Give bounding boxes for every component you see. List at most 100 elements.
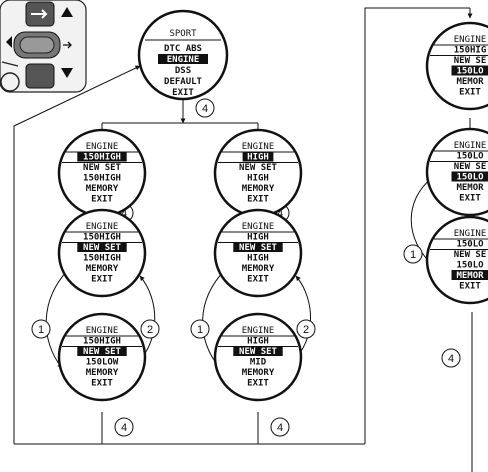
svg-text:4: 4 — [448, 353, 454, 365]
screen-line: 150LOW — [86, 358, 119, 368]
screen-line: 150LO — [456, 261, 484, 271]
screen-line: NEW SET — [83, 347, 122, 357]
screen-line: NEW SE — [454, 56, 487, 66]
selection-highlight — [451, 65, 488, 76]
step-number-b-left: 1 — [31, 319, 51, 339]
screen-line: 150LO — [456, 67, 484, 77]
step-number-a-sport: 4 — [195, 98, 215, 118]
screen-line: NEW SE — [454, 250, 487, 260]
selection-highlight — [242, 151, 274, 162]
screen-line: MID — [250, 358, 267, 368]
screen-line: MEMOR — [456, 77, 484, 87]
screen-line: NEW SET — [239, 243, 278, 253]
screen-line: EXIT — [459, 88, 481, 98]
svg-text:4: 4 — [277, 208, 283, 220]
svg-text:2: 2 — [147, 324, 153, 336]
step-number-a-left-exit: 4 — [114, 417, 134, 437]
screen-line: NEW SE — [454, 162, 487, 172]
right-arrow-icon — [63, 41, 72, 49]
screen-title: ENGINE — [86, 222, 119, 232]
selection-highlight — [451, 270, 488, 280]
selection-highlight — [77, 151, 127, 162]
step-number-c-middle: 2 — [296, 319, 316, 339]
screen-line: MEMORY — [86, 264, 119, 274]
sport-title: SPORT — [169, 29, 197, 39]
selection-highlight — [233, 346, 283, 356]
svg-text:1: 1 — [38, 324, 44, 336]
sport-item-1: DTC ABS — [164, 44, 202, 54]
screen-line: 150LO — [456, 152, 484, 162]
selection-highlight — [451, 171, 488, 182]
svg-text:1: 1 — [197, 324, 203, 336]
screen-line: EXIT — [459, 194, 481, 204]
step-number-c-left: 2 — [140, 319, 160, 339]
handlebar-switch-illustration — [0, 0, 87, 93]
screen-line: HIGH — [247, 153, 269, 163]
svg-text:4: 4 — [121, 422, 127, 434]
screen-title: ENGINE — [86, 326, 119, 336]
screen-line: 150HIGH — [83, 174, 121, 184]
screen-line: MEMORY — [86, 368, 119, 378]
screen-line: MEMORY — [242, 368, 275, 378]
screen-line: 150HIGH — [83, 337, 121, 347]
screen-title: ENGINE — [242, 142, 275, 152]
screen-line: EXIT — [247, 379, 269, 389]
screen-line: NEW SET — [239, 163, 278, 173]
svg-text:2: 2 — [303, 324, 309, 336]
sport-item-5: EXIT — [172, 88, 194, 98]
svg-text:4: 4 — [121, 208, 127, 220]
step-number-a-right: 4 — [441, 348, 461, 368]
screen-line: 150LO — [456, 173, 484, 183]
screen-line: NEW SET — [239, 347, 278, 357]
sport-item-4: DEFAULT — [164, 77, 203, 87]
screen-line: 150HIGH — [83, 254, 121, 264]
screen-line: MEMORY — [242, 184, 275, 194]
screen-title: ENGINE — [86, 142, 119, 152]
screen-line: MEMOR — [456, 271, 484, 281]
screen-title: ENGINE — [454, 141, 487, 151]
screen-line: EXIT — [247, 275, 269, 285]
screen-title: ENGINE — [242, 326, 275, 336]
screen-title: ENGINE — [454, 35, 487, 45]
screen-line: EXIT — [91, 195, 113, 205]
svg-text:1: 1 — [410, 249, 416, 261]
screen-title: ENGINE — [454, 229, 487, 239]
sport-menu-screen: SPORT DTC ABS ENGINE DSS DEFAULT EXIT — [137, 9, 229, 101]
step-number-a-middle-exit: 4 — [270, 417, 290, 437]
selection-highlight — [77, 346, 127, 356]
screen-line: NEW SET — [83, 163, 122, 173]
screen-title: ENGINE — [242, 222, 275, 232]
screen-line: MEMOR — [456, 183, 484, 193]
step-number-b-right: 1 — [403, 244, 423, 264]
screen-line: HIGH — [247, 254, 269, 264]
screen-line: HIGH — [247, 233, 269, 243]
screen-line: NEW SET — [83, 243, 122, 253]
sport-item-2: ENGINE — [167, 55, 200, 65]
svg-text:4: 4 — [202, 103, 208, 115]
selection-highlight — [77, 242, 127, 252]
down-arrow-icon — [61, 68, 73, 78]
screen-line: HIGH — [247, 174, 269, 184]
screen-line: MEMORY — [86, 184, 119, 194]
screen-line: 150HIGH — [83, 233, 121, 243]
step-number-b-middle: 1 — [190, 319, 210, 339]
selection-highlight — [233, 242, 283, 252]
screen-line: 150HIG — [454, 46, 487, 56]
screen-line: EXIT — [91, 379, 113, 389]
screen-line: EXIT — [247, 195, 269, 205]
screen-line: HIGH — [247, 337, 269, 347]
screen-line: EXIT — [459, 282, 481, 292]
up-arrow-icon — [61, 7, 73, 17]
sport-selection-bar — [158, 54, 208, 64]
